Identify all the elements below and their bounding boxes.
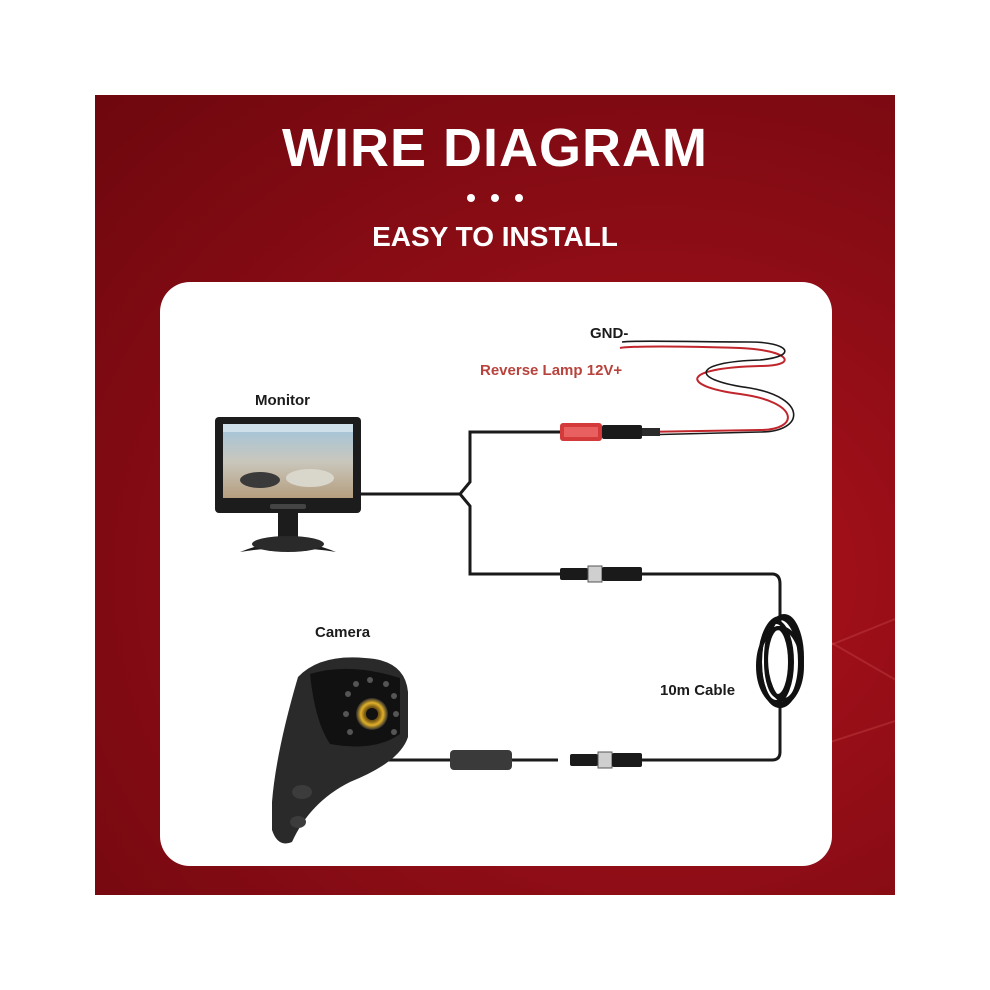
monitor-label: Monitor [255, 392, 310, 409]
page-title: WIRE DIAGRAM [282, 118, 708, 178]
wiring-diagram [215, 340, 804, 844]
gnd-label: GND- [590, 325, 629, 342]
diagram-panel: WIRE DIAGRAM EASY TO INSTALL [95, 95, 895, 895]
title-dots [95, 189, 895, 207]
reverse-lamp-label: Reverse Lamp 12V+ [480, 362, 623, 379]
cable-coil-icon [756, 614, 804, 708]
connector-icon [570, 751, 642, 769]
dot [515, 194, 523, 202]
dot [467, 194, 475, 202]
diagram-card: GND- Reverse Lamp 12V+ Monitor Camera 10… [160, 282, 832, 866]
monitor-icon [215, 417, 361, 552]
main-cable [360, 430, 782, 762]
dot [491, 194, 499, 202]
camera-label: Camera [315, 624, 371, 641]
camera-icon [272, 657, 408, 844]
page-subtitle: EASY TO INSTALL [372, 221, 618, 252]
inline-module [450, 750, 512, 770]
connector-icon [560, 423, 660, 441]
power-leads [619, 340, 795, 436]
connector-icon [560, 565, 642, 583]
cable-label: 10m Cable [660, 682, 736, 699]
